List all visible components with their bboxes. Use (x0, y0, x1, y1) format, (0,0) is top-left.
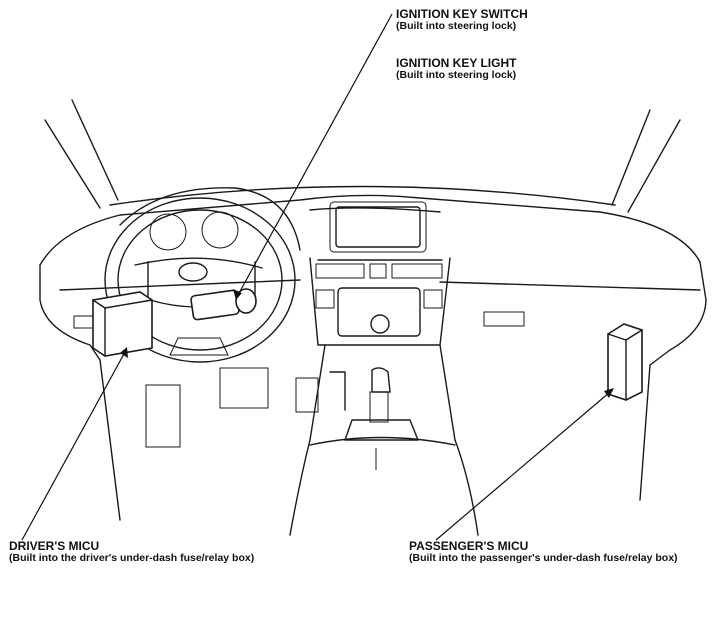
ignition-key-cylinder (190, 288, 257, 321)
dashboard-outline (39, 194, 707, 366)
floor-and-console (73, 311, 651, 536)
ignition-key-light-subtitle: (Built into steering lock) (396, 69, 517, 81)
drivers-micu-subtitle: (Built into the driver's under-dash fuse… (9, 552, 255, 564)
ignition-key-switch-subtitle: (Built into steering lock) (396, 20, 517, 32)
ignition-key-switch-title: IGNITION KEY SWITCH (396, 7, 528, 21)
passengers-micu-label: PASSENGER'S MICU (Built into the passeng… (409, 540, 678, 564)
passengers-micu-title: PASSENGER'S MICU (409, 539, 529, 553)
passengers-micu-subtitle: (Built into the passenger's under-dash f… (409, 552, 678, 564)
arrow-drivers-micu (120, 347, 128, 358)
leader-passengers-micu (435, 391, 611, 541)
ignition-key-light-label: IGNITION KEY LIGHT (Built into steering … (396, 57, 516, 81)
drivers-micu-title: DRIVER'S MICU (9, 539, 100, 553)
windshield-frame (44, 99, 681, 213)
ignition-key-switch-label: IGNITION KEY SWITCH (Built into steering… (396, 8, 528, 32)
center-stack (309, 201, 451, 346)
arrow-passengers-micu (604, 388, 614, 398)
drivers-micu-box (92, 291, 153, 357)
leader-drivers-micu (21, 351, 126, 541)
leader-lines (21, 13, 614, 541)
ignition-key-light-title: IGNITION KEY LIGHT (396, 56, 517, 70)
leader-ignition-switch (237, 13, 393, 296)
drivers-micu-label: DRIVER'S MICU (Built into the driver's u… (9, 540, 254, 564)
arrow-ignition-switch (233, 289, 242, 300)
